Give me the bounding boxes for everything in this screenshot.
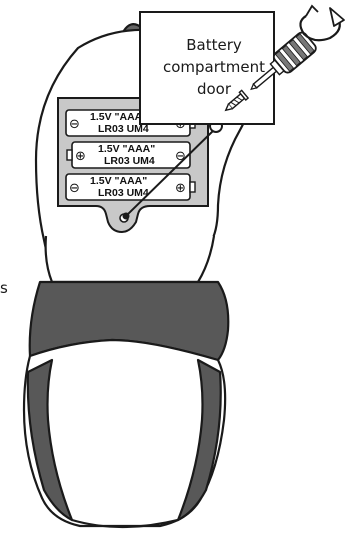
rotate-arrow-arc (299, 15, 341, 42)
battery-2-right-symbol: ⊖ (175, 149, 186, 164)
battery-2-code: LR03 UM4 (104, 155, 155, 167)
rotate-arrow-head (329, 7, 345, 27)
battery-3: ⊖ ⊕ 1.5V "AAA" LR03 UM4 (65, 173, 196, 201)
callout-box: Battery compartment door (139, 11, 275, 125)
battery-compartment: ⊖ ⊕ 1.5V "AAA" LR03 UM4 ⊕ ⊖ 1.5V "AAA" L… (57, 97, 209, 234)
rotate-arrow-icon (299, 4, 345, 42)
battery-1-left-symbol: ⊖ (69, 117, 80, 132)
battery-2-left-symbol: ⊕ (75, 149, 86, 164)
handle-bottom-curve (71, 518, 179, 529)
battery-1-code: LR03 UM4 (98, 123, 149, 135)
battery-3-right-symbol: ⊕ (175, 181, 186, 196)
callout-line-3: door (197, 80, 232, 98)
callout-line-2: compartment (163, 58, 265, 76)
battery-3-terminal (189, 181, 196, 193)
battery-3-voltage: 1.5V "AAA" (90, 175, 147, 187)
leader-dot (122, 212, 130, 220)
battery-2-terminal (66, 149, 73, 161)
battery-2: ⊕ ⊖ 1.5V "AAA" LR03 UM4 (66, 141, 191, 169)
handle-shade-left (26, 358, 74, 522)
callout-line-1: Battery (186, 36, 242, 54)
battery-1-voltage: 1.5V "AAA" (90, 111, 147, 123)
handle-shade-right (176, 358, 222, 522)
device-neck (44, 235, 216, 284)
leader-line (125, 127, 217, 217)
battery-3-left-symbol: ⊖ (69, 181, 80, 196)
screwdriver-icon (250, 31, 317, 91)
battery-3-code: LR03 UM4 (98, 187, 149, 199)
callout-frame (139, 11, 275, 125)
screw-icon (224, 89, 250, 112)
edge-text-fragment: s (0, 279, 8, 297)
rotate-arrow-tail (305, 4, 319, 17)
battery-2-voltage: 1.5V "AAA" (98, 143, 155, 155)
